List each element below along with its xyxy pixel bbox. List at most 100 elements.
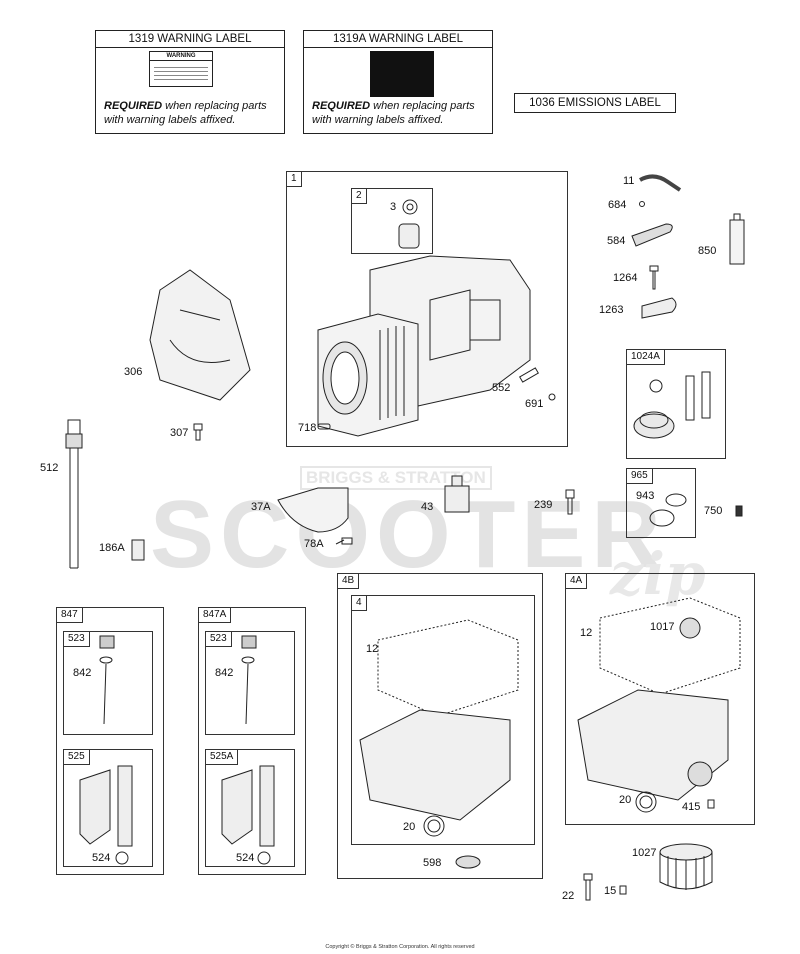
sticker-lines [154, 64, 208, 82]
watermark-word: SCOOTER [150, 481, 667, 588]
bolt-1264-part [649, 265, 659, 290]
warning-label-1319: 1319 WARNING LABEL WARNING REQUIRED when… [95, 30, 285, 134]
box-1: 1 [286, 171, 568, 447]
screw-415-part [707, 799, 715, 809]
callout-750: 750 [704, 505, 723, 517]
callout-3: 3 [390, 201, 397, 213]
callout-842-b: 842 [215, 667, 234, 679]
box-4A: 4A [565, 573, 755, 825]
callout-850: 850 [698, 245, 717, 257]
callout-943: 943 [636, 490, 655, 502]
bolt-22-part [583, 873, 593, 901]
required-rest: when replacing parts [370, 100, 475, 112]
box-tag: 4B [337, 573, 360, 589]
callout-584: 584 [607, 235, 626, 247]
required-line-2: with warning labels affixed. [104, 114, 236, 126]
callout-239: 239 [534, 499, 553, 511]
box-tag: 2 [351, 188, 367, 204]
dipstick-tube-512-part [65, 419, 83, 569]
callout-1027: 1027 [632, 847, 657, 859]
box-tag: 525A [205, 749, 239, 765]
box-4: 4 [351, 595, 535, 845]
pin-718-part [317, 423, 331, 430]
box-tag: 4A [565, 573, 588, 589]
bracket-37A-part [277, 487, 349, 533]
bolt-307-part [193, 423, 203, 441]
ring-3-part [402, 199, 418, 215]
screw-750-part [735, 505, 743, 517]
callout-22: 22 [562, 890, 575, 902]
box-tag: 847 [56, 607, 83, 623]
gasket-12-a-part [377, 619, 519, 717]
box-tag: 847A [198, 607, 232, 623]
required-line-2: with warning labels affixed. [312, 114, 444, 126]
box-tag: 1 [286, 171, 302, 187]
callout-1264: 1264 [613, 272, 638, 284]
callout-524-b: 524 [236, 852, 255, 864]
warning-required-text: REQUIRED when replacing parts with warni… [104, 99, 267, 127]
watermark-brand: BRIGGS & STRATTON [300, 466, 492, 490]
sleeve-part [398, 223, 420, 249]
callout-186A: 186A [99, 542, 125, 554]
callout-1263: 1263 [599, 304, 624, 316]
box-525A: 525A [205, 749, 295, 867]
dipstick-842-a-part [99, 635, 115, 725]
warning-black-sticker [370, 51, 434, 97]
watermark-suffix: zip [610, 540, 706, 608]
oil-filter-1027-part [659, 843, 713, 890]
cover-965-part [649, 509, 675, 527]
box-tag: 525 [63, 749, 90, 765]
box-tag: 1024A [626, 349, 665, 365]
callout-512: 512 [40, 462, 59, 474]
callout-15: 15 [604, 885, 617, 897]
callout-20-b: 20 [619, 794, 632, 806]
pin-552-part [519, 367, 539, 383]
sealant-tube-part [729, 219, 745, 265]
callout-1017: 1017 [650, 621, 675, 633]
box-tag: 523 [63, 631, 90, 647]
plug-186A-part [131, 539, 145, 561]
box-tag: 523 [205, 631, 232, 647]
required-rest: when replacing parts [162, 100, 267, 112]
callout-37A: 37A [251, 501, 271, 513]
cylinder-block-part [317, 255, 531, 437]
callout-684: 684 [608, 199, 627, 211]
seal-598-part [455, 855, 481, 869]
box-tag: 4 [351, 595, 367, 611]
box-2: 2 [351, 188, 433, 254]
callout-415: 415 [682, 801, 701, 813]
pump-1024A-part [633, 371, 711, 439]
box-523-b: 523 [205, 631, 295, 735]
box-847: 847 [56, 607, 164, 875]
required-word: REQUIRED [312, 100, 371, 112]
warning-label-title: 1319 WARNING LABEL [96, 31, 284, 48]
box-4B: 4B [337, 573, 543, 879]
callout-11: 11 [623, 175, 635, 187]
screw-78A-part [335, 537, 353, 545]
plate-584-part [631, 223, 673, 247]
box-523-a: 523 [63, 631, 153, 735]
box-965: 965 [626, 468, 696, 538]
warning-label-title: 1319A WARNING LABEL [304, 31, 492, 48]
governor-43-part [444, 475, 470, 513]
callout-43: 43 [421, 501, 434, 513]
dipstick-tube-525-part [79, 765, 133, 865]
sticker-warning-word: WARNING [150, 52, 212, 61]
warning-sticker: WARNING [149, 51, 213, 87]
callout-842-a: 842 [73, 667, 92, 679]
gasket-1263-part [641, 297, 677, 319]
box-tag: 965 [626, 468, 653, 484]
callout-12-a: 12 [366, 643, 379, 655]
callout-78A: 78A [304, 538, 324, 550]
dipstick-842-b-part [241, 635, 257, 725]
callout-691: 691 [525, 398, 544, 410]
emissions-label: 1036 EMISSIONS LABEL [514, 93, 676, 113]
screw-15-part [619, 885, 627, 895]
callout-598: 598 [423, 857, 442, 869]
callout-552: 552 [492, 382, 511, 394]
sensor-239-part [565, 489, 575, 515]
callout-718: 718 [298, 422, 317, 434]
washer-691-part [548, 393, 556, 401]
sump-4-part [359, 709, 511, 821]
